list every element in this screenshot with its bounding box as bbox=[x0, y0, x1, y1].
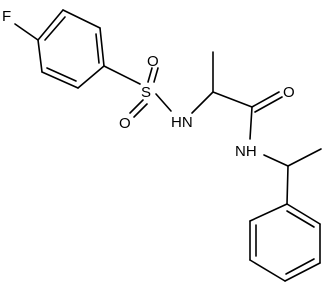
bond bbox=[37, 39, 43, 73]
bond bbox=[46, 67, 77, 82]
bond bbox=[286, 203, 321, 225]
sulfur-atom: S bbox=[141, 84, 151, 101]
bond bbox=[95, 33, 100, 64]
c-o-double-bond bbox=[254, 96, 283, 113]
bond bbox=[77, 65, 105, 89]
ch-phenyl-bond bbox=[286, 165, 289, 205]
bond bbox=[285, 258, 315, 275]
s-o-double-bond bbox=[133, 103, 148, 118]
bond bbox=[249, 259, 286, 282]
n-ch-bond bbox=[263, 154, 289, 167]
ca-carbonyl-bond bbox=[212, 91, 253, 108]
s-o-double-bond bbox=[153, 67, 159, 83]
sulfonyl-oxygen-upper: O bbox=[147, 53, 159, 70]
bond bbox=[249, 203, 288, 222]
amide-nitrogen: NH bbox=[235, 143, 257, 160]
c-f-bond bbox=[14, 23, 39, 41]
fluorine-atom: F bbox=[2, 8, 11, 25]
n-ca-bond bbox=[191, 91, 214, 114]
bond bbox=[44, 16, 66, 41]
bond bbox=[286, 210, 315, 228]
c-n-bond bbox=[249, 106, 253, 140]
bond bbox=[99, 27, 105, 67]
ring-sulfur-bond bbox=[103, 65, 141, 85]
carbonyl-oxygen: O bbox=[283, 84, 295, 101]
bond bbox=[41, 71, 79, 89]
s-n-bond bbox=[155, 93, 172, 112]
ch-methyl-bond bbox=[287, 148, 322, 167]
c-o-double-bond bbox=[251, 91, 280, 108]
bond bbox=[62, 9, 101, 29]
sulfonamide-nitrogen: HN bbox=[171, 114, 193, 131]
bond bbox=[37, 9, 64, 41]
fluorophenyl-ring bbox=[37, 9, 105, 89]
sulfonyl-oxygen-lower: O bbox=[119, 115, 131, 132]
phenyl-ring bbox=[249, 203, 321, 282]
s-o-double-bond bbox=[129, 99, 144, 114]
s-o-double-bond bbox=[147, 67, 153, 83]
bond bbox=[284, 262, 321, 282]
